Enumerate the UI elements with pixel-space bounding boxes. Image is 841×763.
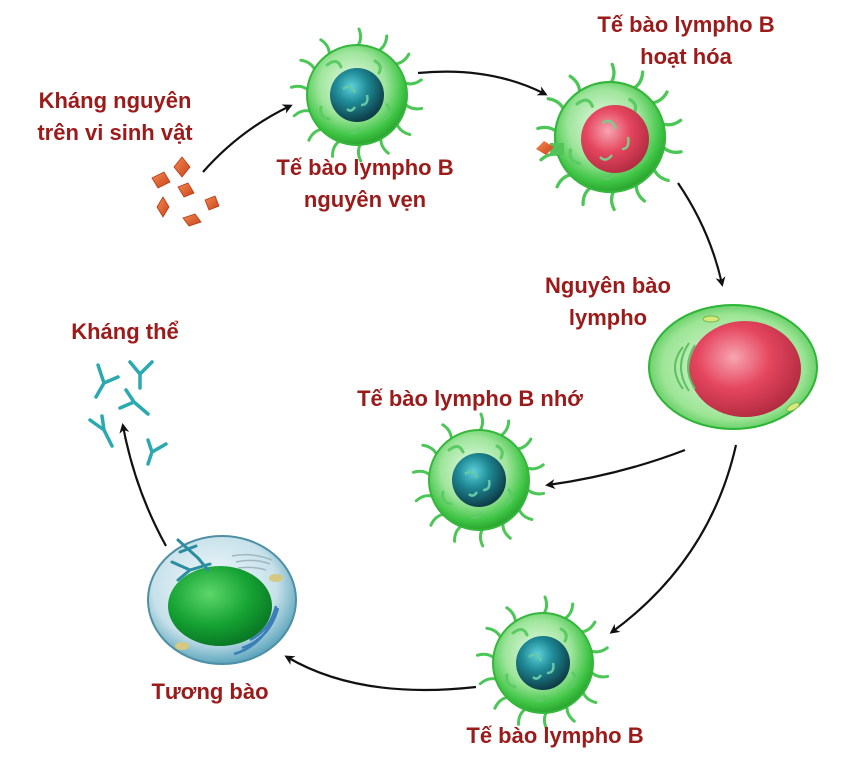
plasma-cell <box>147 535 297 665</box>
label-lymphoblast-line-2: lympho <box>568 305 648 330</box>
label-antigen-line-2: trên vi sinh vật <box>37 120 193 145</box>
activated-b-cell <box>536 64 681 209</box>
label-antigen: Kháng nguyên trên vi sinh vật <box>15 85 215 149</box>
nucleus <box>452 453 506 507</box>
lymphoblast-cell <box>648 304 818 430</box>
label-b-cell: Tế bào lympho B <box>440 720 670 752</box>
antigen-particle <box>182 213 202 227</box>
memory-b-cell <box>413 414 544 546</box>
label-lymphoblast-line-1: Nguyên bào <box>545 273 671 298</box>
arrow-plasma-cell-to-antibody <box>119 423 167 547</box>
label-antibody-line-1: Kháng thể <box>71 319 179 344</box>
label-b-cell-line-1: Tế bào lympho B <box>466 723 644 748</box>
label-activated-b-line-1: Tế bào lympho B <box>597 12 775 37</box>
arrow-activated-b-to-lymphoblast <box>677 182 726 287</box>
label-antibody: Kháng thể <box>55 316 195 348</box>
antigen-particles <box>151 156 220 227</box>
nucleus <box>168 566 272 646</box>
nucleus <box>516 636 570 690</box>
label-plasma-cell-line-1: Tương bào <box>151 679 269 704</box>
antibodies <box>88 360 168 466</box>
nucleus <box>330 68 384 122</box>
flow-arrows <box>119 70 738 692</box>
nucleus <box>581 105 649 173</box>
label-activated-b-line-2: hoạt hóa <box>640 44 732 69</box>
label-naive-b-cell: Tế bào lympho B nguyên vẹn <box>255 152 475 216</box>
label-plasma-cell: Tương bào <box>130 676 290 708</box>
bound-antigen <box>536 141 564 155</box>
label-lymphoblast: Nguyên bào lympho <box>528 270 688 334</box>
antibody-y <box>94 363 120 399</box>
arrow-b-cell-to-plasma-cell <box>284 655 477 692</box>
label-memory-b-cell: Tế bào lympho B nhớ <box>330 383 610 415</box>
naive-b-cell <box>291 29 422 161</box>
b-cell <box>477 597 608 729</box>
antibody-y <box>128 360 154 390</box>
label-naive-b-line-2: nguyên vẹn <box>303 187 427 212</box>
antibody-y <box>146 438 168 466</box>
antigen-particle <box>151 171 171 189</box>
arrow-antigen-to-naive-b <box>202 104 293 173</box>
antigen-particle <box>177 182 195 198</box>
antigen-particle <box>173 156 191 178</box>
label-memory-b-line-1: Tế bào lympho B nhớ <box>357 386 583 411</box>
label-activated-b-cell: Tế bào lympho B hoạt hóa <box>576 9 796 73</box>
nucleus <box>689 321 801 417</box>
antigen-particle <box>204 195 220 211</box>
label-antigen-line-1: Kháng nguyên <box>38 88 192 113</box>
antibody-y <box>88 414 114 448</box>
antibody-in-cell <box>170 538 212 582</box>
antigen-particle <box>156 196 170 218</box>
arrow-lymphoblast-to-b-cell <box>609 444 738 634</box>
arrow-lymphoblast-to-memory-b <box>545 448 686 489</box>
antibody-y <box>118 388 150 416</box>
arrow-naive-b-to-activated-b <box>417 70 548 96</box>
label-naive-b-line-1: Tế bào lympho B <box>276 155 454 180</box>
